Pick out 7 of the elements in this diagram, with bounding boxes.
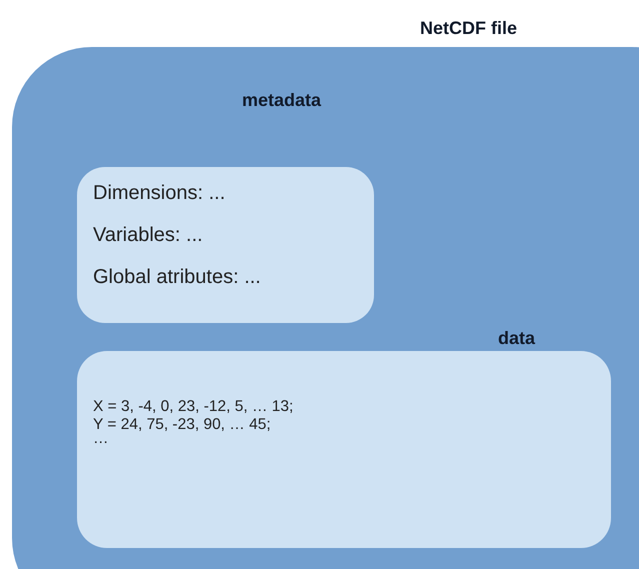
data-line: X = 3, -4, 0, 23, -12, 5, … 13; bbox=[93, 398, 294, 416]
metadata-line: Dimensions: ... bbox=[93, 182, 226, 205]
data-heading: data bbox=[498, 328, 536, 349]
metadata-line: Global atributes: ... bbox=[93, 266, 261, 289]
metadata-line: Variables: ... bbox=[93, 224, 203, 247]
file-heading: NetCDF file bbox=[420, 18, 518, 39]
metadata-heading: metadata bbox=[242, 90, 322, 111]
